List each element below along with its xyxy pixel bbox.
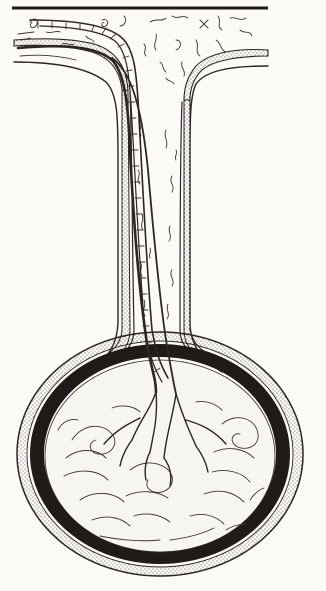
upper-dotted-layer-right xyxy=(184,50,268,100)
hair-shaft-segments xyxy=(38,22,160,372)
neck-dotted-lining-right xyxy=(184,100,208,360)
bulb-inner-cavity xyxy=(45,360,275,552)
hair-shaft-outline-a xyxy=(30,20,168,378)
neck-outer-wall-left xyxy=(14,62,118,372)
neck-dotted-lining-left xyxy=(108,90,130,358)
neck-outer-wall-right xyxy=(190,66,268,372)
